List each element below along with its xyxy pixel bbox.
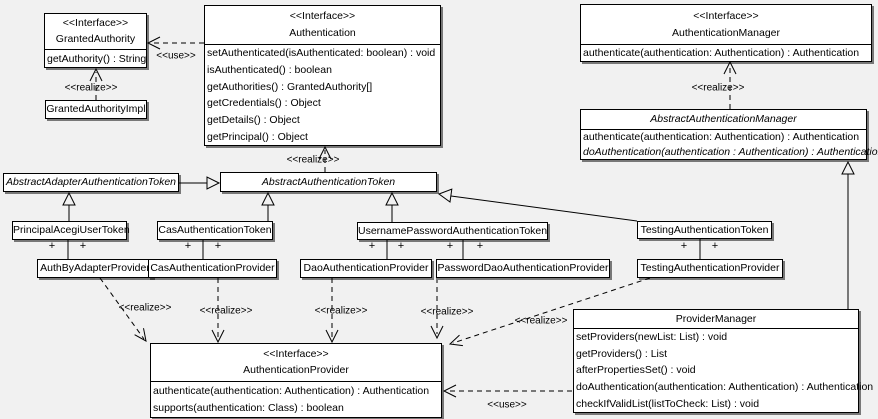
class-name: AbstractAuthenticationToken [261, 175, 396, 188]
class-box-provider-manager: ProviderManager setProviders(newList: Lis… [573, 309, 874, 413]
class-box-password-dao-authentication-provider: PasswordDaoAuthenticationProvider [436, 259, 610, 278]
class-box-authentication-manager: <<Interface>> AuthenticationManager authen… [580, 4, 872, 62]
association-end-label: + [446, 240, 454, 252]
association-end-label: + [48, 240, 56, 252]
class-box-principal-acegi-user-token: PrincipalAcegiUserToken [12, 221, 130, 240]
stereotype-label: <<Interface>> [263, 347, 329, 360]
stereotype-label: <<Interface>> [289, 10, 356, 23]
realize-stereotype-label: <<realize>> [420, 306, 474, 318]
class-box-authentication: <<Interface>> Authentication setAuthentica… [204, 5, 441, 146]
association-end-label: + [79, 240, 87, 252]
class-name: PasswordDaoAuthenticationProvider [437, 262, 609, 275]
class-box-authentication-provider: <<Interface>> AuthenticationProvider authe… [150, 343, 442, 418]
class-name: AbstractAdapterAuthenticationToken [5, 176, 177, 189]
method-label: setProviders(newList: List) : void [576, 331, 728, 344]
class-name: AbstractAuthenticationManager [650, 113, 797, 126]
method-label: getCredentials() : Object [207, 97, 321, 110]
method-label: isAuthenticated() : boolean [207, 64, 332, 76]
use-stereotype-label: <<use>> [487, 399, 527, 411]
method-label: getAuthority() : String [47, 52, 147, 65]
class-name: Authentication [289, 27, 356, 40]
method-label: authenticate(authentication: Authenticat… [583, 131, 860, 144]
class-name: CasAuthenticationProvider [150, 262, 275, 275]
class-box-abstract-authentication-token: AbstractAuthenticationToken [220, 172, 437, 192]
method-label: authenticate(authentication: Authenticat… [583, 47, 860, 59]
class-name: DaoAuthenticationProvider [303, 262, 429, 275]
method-label: getPrincipal() : Object [207, 130, 308, 143]
class-box-granted-authority-impl: GrantedAuthorityImpl [45, 100, 147, 119]
class-name: ProviderManager [675, 312, 757, 325]
class-box-abstract-authentication-manager: AbstractAuthenticationManager authenticat… [580, 109, 878, 160]
class-box-auth-by-adapter-provider: AuthByAdapterProvider [37, 259, 153, 278]
class-name: PrincipalAcegiUserToken [13, 224, 130, 237]
method-label: authenticate(authentication: Authenticat… [153, 384, 430, 397]
class-box-granted-authority: <<Interface>> GrantedAuthority getAuthorit… [44, 13, 147, 68]
association-end-label: + [397, 240, 405, 252]
class-box-dao-authentication-provider: DaoAuthenticationProvider [300, 259, 432, 278]
use-stereotype-label: <<use>> [156, 50, 196, 62]
class-name: TestingAuthenticationToken [640, 223, 769, 236]
method-label: getDetails() : Object [207, 114, 300, 127]
class-box-username-password-authentication-token: UsernamePasswordAuthenticationToken [357, 222, 548, 240]
realize-stereotype-label: <<realize>> [314, 305, 368, 317]
class-box-cas-authentication-token: CasAuthenticationToken [157, 221, 273, 240]
method-label: doAuthentication(authentication: Authent… [576, 381, 874, 394]
class-name: CasAuthenticationToken [158, 224, 272, 237]
method-label: checkIfValidList(listToCheck: List) : vo… [576, 397, 760, 410]
stereotype-label: <<Interface>> [62, 17, 129, 30]
class-box-cas-authentication-provider: CasAuthenticationProvider [148, 259, 277, 278]
realize-stereotype-label: <<realize>> [286, 154, 340, 166]
realize-stereotype-label: <<realize>> [514, 315, 568, 327]
association-end-label: + [711, 240, 719, 252]
realize-stereotype-label: <<realize>> [691, 82, 745, 94]
class-name: AuthenticationProvider [243, 364, 349, 377]
class-name: AuthenticationManager [672, 26, 780, 39]
association-end-label: + [214, 240, 222, 252]
association-end-label: + [476, 240, 484, 252]
method-label: afterPropertiesSet() : void [576, 364, 696, 377]
method-label: setAuthenticated(isAuthenticated: boolea… [207, 47, 436, 60]
class-name: GrantedAuthority [55, 33, 136, 46]
class-box-testing-authentication-token: TestingAuthenticationToken [637, 221, 772, 239]
realize-stereotype-label: <<realize>> [64, 82, 118, 94]
stereotype-label: <<Interface>> [693, 9, 759, 22]
class-box-abstract-adapter-authentication-token: AbstractAdapterAuthenticationToken [3, 173, 179, 192]
method-label: doAuthentication(authentication : Authen… [583, 145, 878, 158]
realize-stereotype-label: <<realize>> [199, 305, 253, 317]
association-end-label: + [368, 240, 376, 252]
association-end-label: + [184, 240, 192, 252]
class-name: AuthByAdapterProvider [40, 262, 150, 275]
class-name: GrantedAuthorityImpl [46, 103, 146, 116]
method-label: getAuthorities() : GrantedAuthority[] [207, 80, 373, 93]
class-name: TestingAuthenticationProvider [640, 262, 780, 275]
method-label: supports(authentication: Class) : boolea… [153, 402, 344, 415]
association-end-label: + [680, 240, 688, 252]
class-box-testing-authentication-provider: TestingAuthenticationProvider [637, 259, 783, 278]
method-label: getProviders() : List [576, 347, 668, 360]
class-name: UsernamePasswordAuthenticationToken [358, 224, 548, 237]
realize-stereotype-label: <<realize>> [118, 302, 172, 314]
